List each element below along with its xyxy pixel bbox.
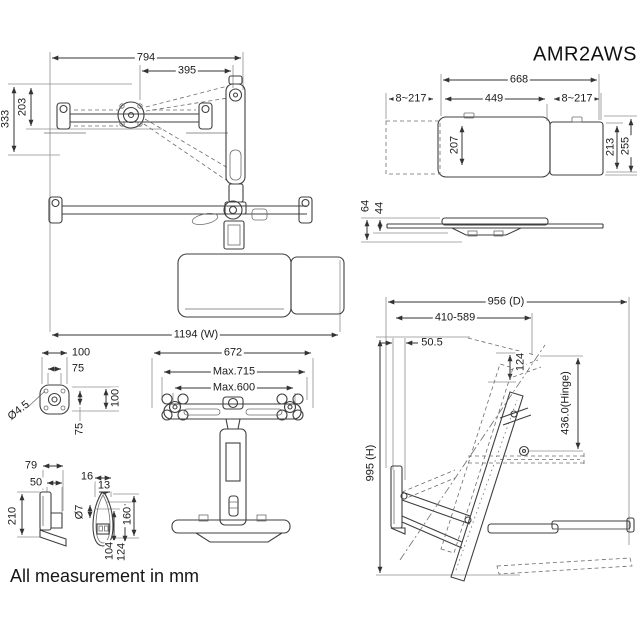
dim-width-1194: 1194 (W) [171, 328, 221, 341]
dim-210: 210 [6, 504, 19, 528]
dim-668: 668 [507, 73, 531, 86]
dim-124-side: 124 [514, 350, 527, 374]
dim-44: 44 [373, 199, 386, 217]
side-view-drawing [376, 297, 635, 582]
footer-note: All measurement in mm [10, 566, 200, 586]
dim-max-600: Max.600 [210, 381, 258, 394]
tray-side-drawing [361, 217, 604, 243]
dim-16: 16 [78, 470, 96, 483]
dim-hinge-436: 436.0(Hinge) [559, 369, 572, 437]
dim-672: 672 [221, 346, 245, 359]
dim-50: 50 [27, 476, 45, 489]
dim-75-v: 75 [73, 420, 86, 438]
dim-height-995: 995 (H) [364, 442, 377, 484]
dim-right-range: 8~217 [559, 92, 595, 105]
dim-pole-dia: Ø7 [73, 502, 86, 522]
dim-124-pole: 124 [115, 540, 128, 564]
dim-395: 395 [175, 64, 199, 77]
dim-449: 449 [482, 92, 506, 105]
dim-range-410-589: 410-589 [432, 311, 478, 324]
dim-64: 64 [359, 197, 372, 215]
dim-79: 79 [22, 459, 40, 472]
dim-100-v: 100 [109, 386, 122, 410]
dim-depth-956: 956 (D) [485, 295, 527, 308]
dim-13: 13 [95, 479, 113, 492]
dim-max-715: Max.715 [210, 365, 258, 378]
dim-207: 207 [448, 133, 461, 157]
model-title: AMR2AWS [533, 43, 637, 66]
dim-100-h: 100 [69, 346, 93, 359]
dim-75-h: 75 [69, 362, 87, 375]
dim-203: 203 [16, 95, 29, 119]
dim-794: 794 [134, 51, 158, 64]
vesa-plate-drawing [27, 350, 119, 436]
dim-213: 213 [604, 135, 617, 159]
dim-255: 255 [619, 134, 632, 158]
plan-view-drawing [8, 52, 345, 338]
tray-plan-drawing [385, 74, 637, 178]
dim-50-5: 50.5 [419, 336, 445, 349]
dim-left-range: 8~217 [393, 92, 429, 105]
dim-104: 104 [103, 539, 116, 563]
dim-160: 160 [121, 504, 134, 528]
front-view-drawing [151, 350, 314, 543]
dim-333: 333 [0, 107, 12, 131]
